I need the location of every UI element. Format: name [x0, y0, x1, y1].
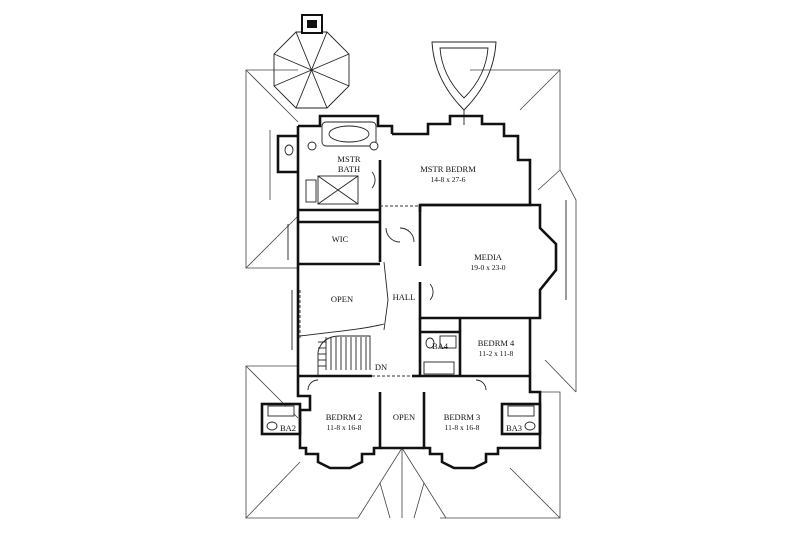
label-ba2: BA2 — [280, 423, 296, 433]
dims-bedrm-4: 11-2 x 11-8 — [479, 349, 514, 358]
label-mstr-bath-line1: MSTR — [337, 154, 360, 164]
label-wic: WIC — [332, 234, 349, 244]
dims-media: 19-0 x 23-0 — [471, 263, 506, 272]
dims-mstr-bedrm: 14-8 x 27-6 — [431, 175, 466, 184]
fixtures — [266, 121, 536, 431]
turret-roof — [273, 14, 350, 109]
dims-bedrm-2: 11-8 x 16-8 — [327, 423, 362, 432]
bay-cone-roof — [431, 41, 497, 125]
dims-bedrm-3: 11-8 x 16-8 — [445, 423, 480, 432]
label-bedrm-4: BEDRM 4 — [478, 338, 515, 348]
label-bedrm-2: BEDRM 2 — [326, 412, 363, 422]
details — [287, 171, 567, 391]
label-media: MEDIA — [474, 252, 503, 262]
label-dn: DN — [375, 362, 387, 372]
label-open-lower: OPEN — [393, 412, 415, 422]
label-ba4: BA4 — [432, 341, 449, 351]
label-bedrm-3: BEDRM 3 — [444, 412, 481, 422]
room-labels: MSTR BATH MSTR BEDRM 14-8 x 27-6 WIC MED… — [280, 154, 522, 433]
label-ba3: BA3 — [506, 423, 522, 433]
label-mstr-bath-line2: BATH — [338, 164, 360, 174]
label-open-upper: OPEN — [331, 294, 353, 304]
label-mstr-bedrm: MSTR BEDRM — [420, 164, 476, 174]
label-hall: HALL — [393, 292, 416, 302]
walls — [260, 114, 558, 470]
